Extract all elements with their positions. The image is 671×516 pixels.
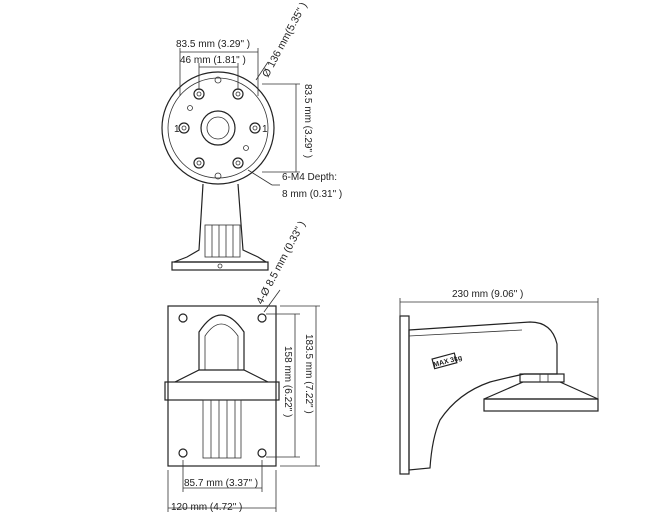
arm-ribs	[204, 224, 241, 258]
dim-height-inner: 158 mm (6.22" )	[282, 346, 293, 417]
dim-width-inner: 46 mm (1.81" )	[180, 55, 246, 66]
mount-hole-tr	[257, 313, 267, 323]
screw-holes	[178, 76, 261, 180]
side-view: MAX 3kg 230 mm (9.06" )	[399, 289, 599, 475]
base-plate	[171, 261, 269, 271]
dim-width-outer: 83.5 mm (3.29" )	[176, 39, 250, 50]
wall-plate	[167, 305, 277, 467]
screw-note-line2: 8 mm (0.31" )	[282, 189, 342, 200]
mount-hole-tl	[178, 313, 188, 323]
hole-mark-left: 1	[174, 124, 180, 135]
side-collar	[519, 373, 565, 383]
side-cone	[483, 381, 599, 400]
side-wall-plate	[399, 315, 410, 475]
flange-top	[174, 369, 269, 383]
dim-length: 230 mm (9.06" )	[452, 289, 523, 300]
side-base	[483, 398, 599, 412]
mount-hole-bl	[178, 448, 188, 458]
top-view: 1 1 83.5 mm (3.29" ) 46 mm (1.81" ) Ø	[161, 0, 342, 271]
dimension-lines-side	[399, 298, 599, 399]
dimension-lines-front	[167, 289, 320, 512]
arm-dome	[198, 314, 245, 370]
arm-body	[173, 183, 269, 263]
front-flange	[164, 381, 280, 401]
dimension-lines-top	[179, 48, 300, 186]
dim-height: 83.5 mm (3.29" )	[302, 84, 313, 158]
load-label-plate	[431, 352, 458, 370]
mount-inner-circle	[167, 77, 269, 179]
load-label: MAX 3kg	[433, 355, 463, 369]
dim-diameter: Ø 136 mm(5.35" )	[260, 0, 310, 79]
dim-width-inner: 85.7 mm (3.37" )	[184, 478, 258, 489]
mount-outer-circle	[161, 71, 275, 185]
front-ribs	[202, 399, 242, 459]
side-arm	[408, 321, 558, 471]
mount-hole-br	[257, 448, 267, 458]
dim-height-outer: 183.5 mm (7.22" )	[303, 334, 314, 414]
screw-note-line1: 6-M4 Depth:	[282, 172, 337, 183]
front-view: 4-Ø 8.5 mm (0.33" ) 183.5 mm (7.22" ) 15…	[164, 219, 320, 513]
dim-width-outer: 120 mm (4.72" )	[171, 502, 242, 513]
center-hole	[200, 110, 236, 146]
hole-mark-right: 1	[262, 124, 268, 135]
dim-holes: 4-Ø 8.5 mm (0.33" )	[254, 219, 308, 306]
center-hole-inner	[206, 116, 230, 140]
